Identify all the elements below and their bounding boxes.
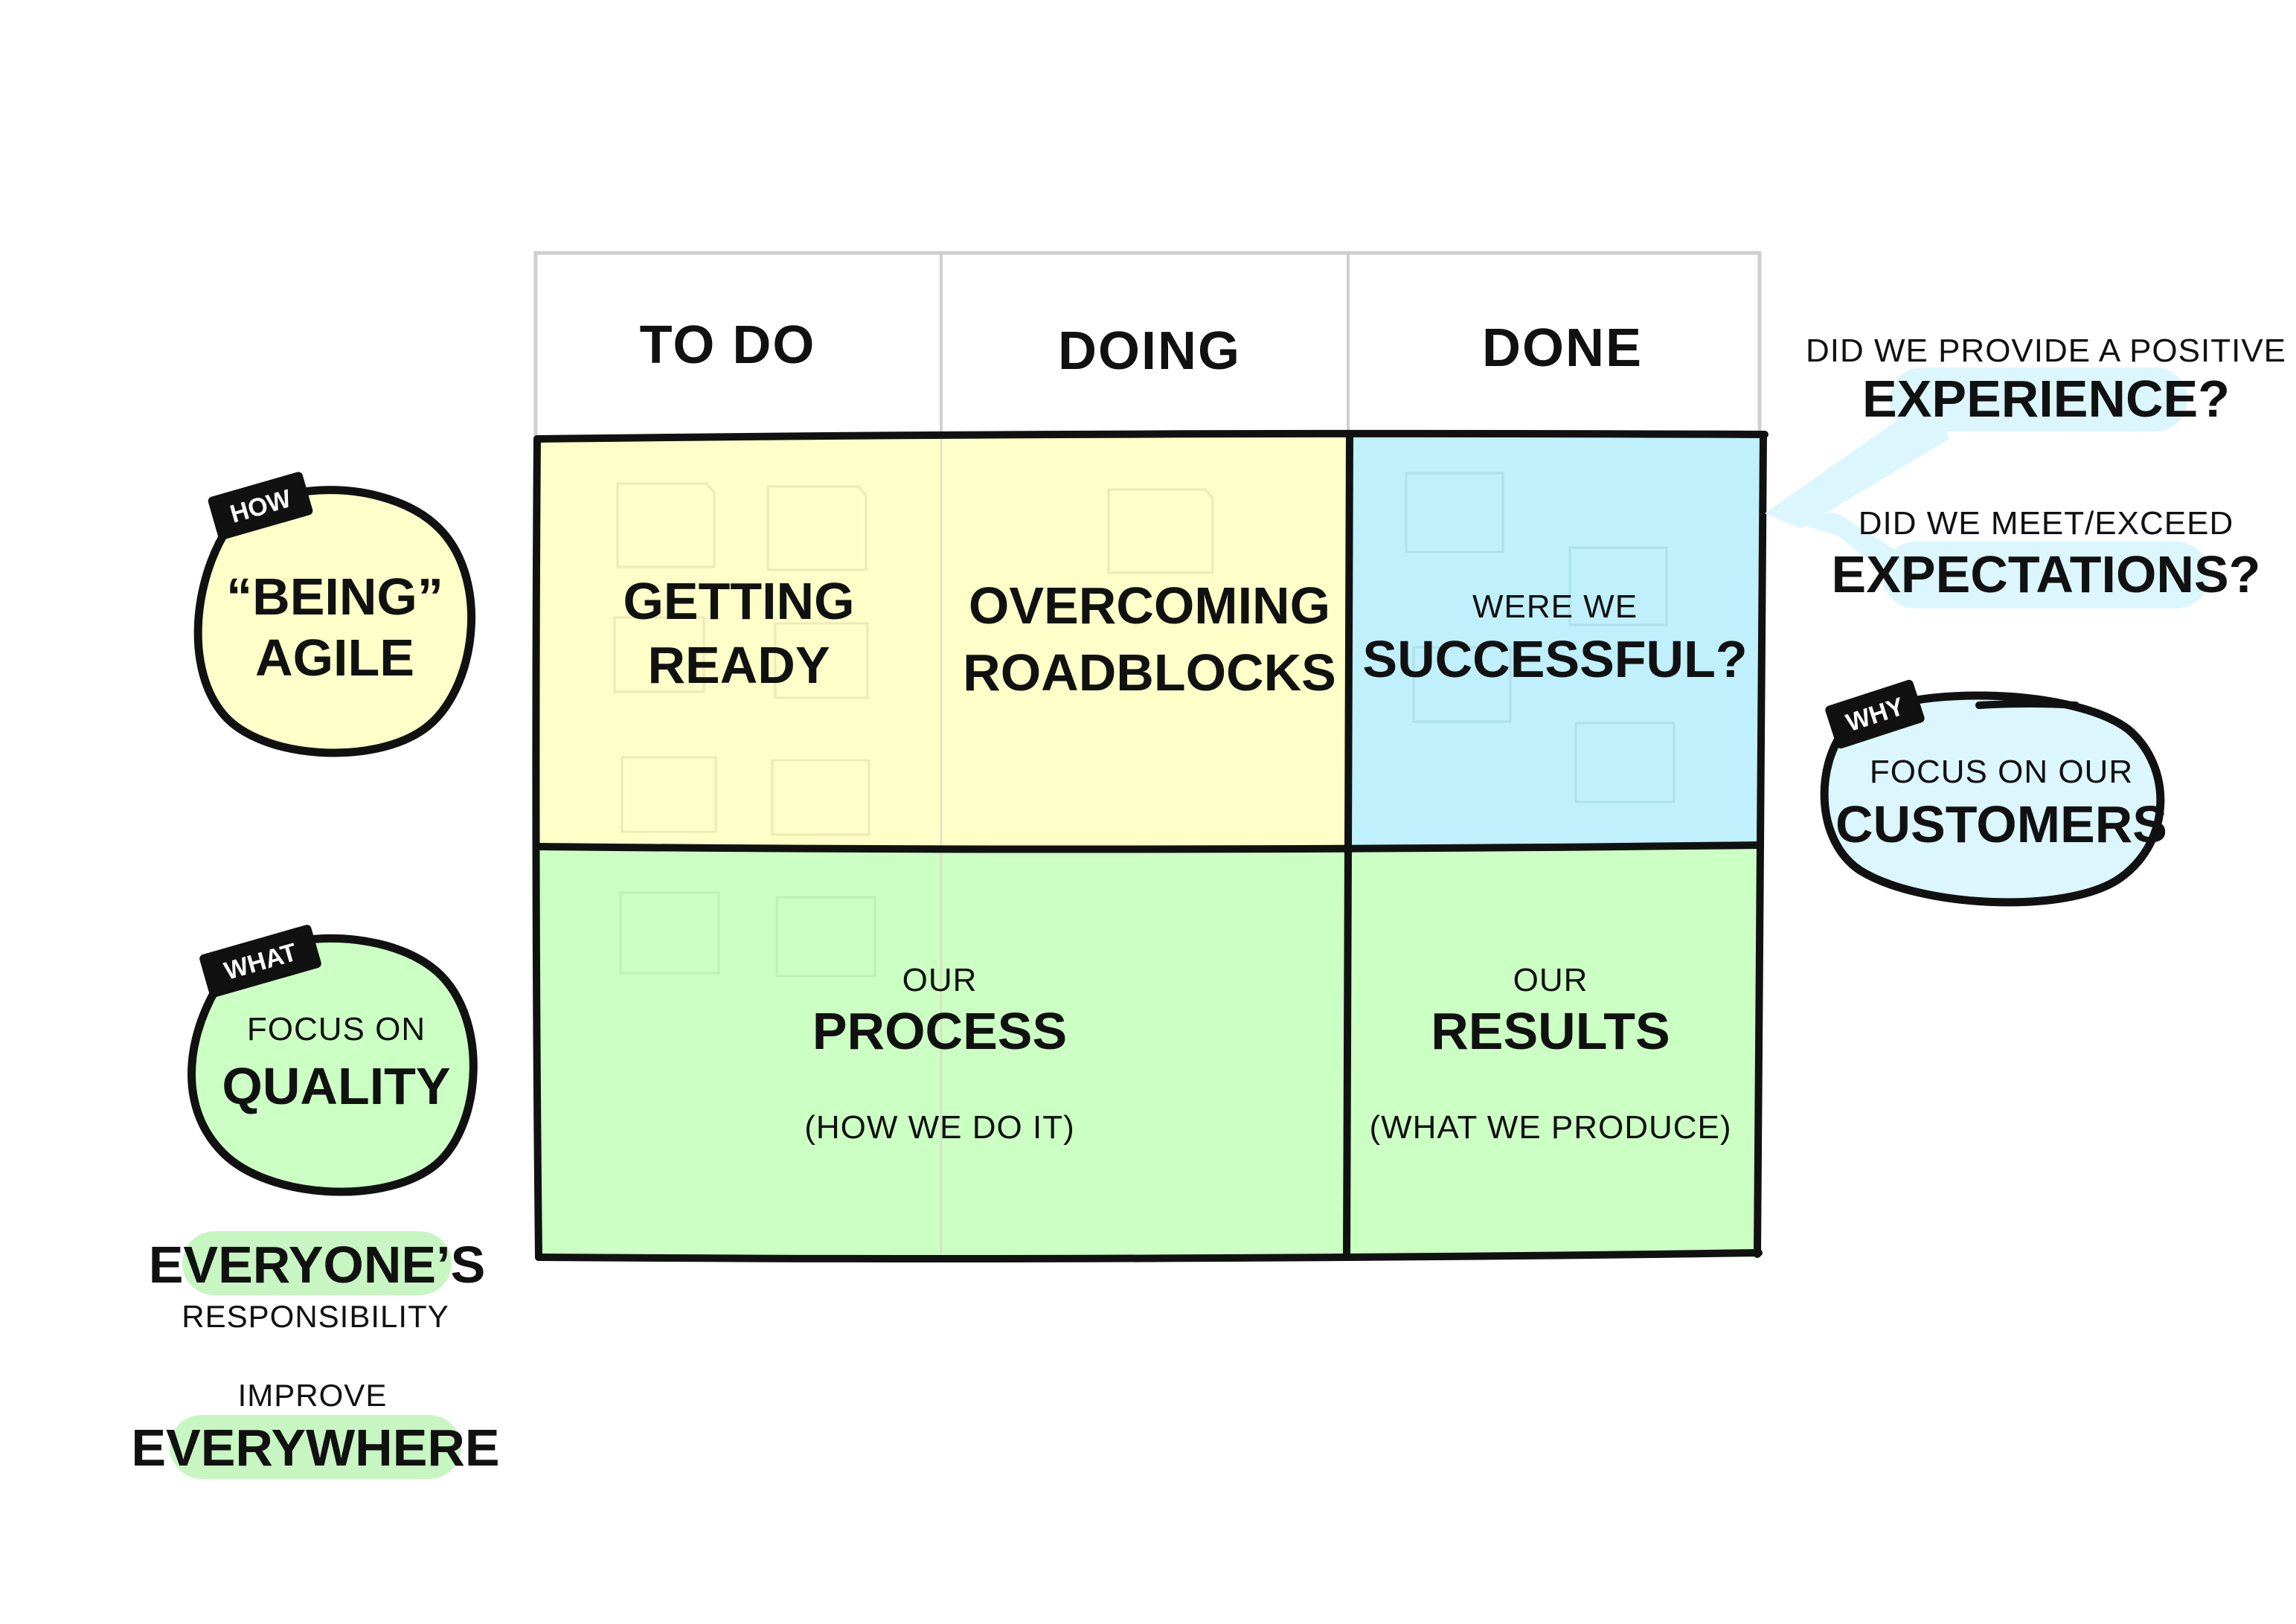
q1-pre: DID WE PROVIDE A POSITIVE [1806,333,2286,369]
successful-pre: WERE WE [1472,588,1638,625]
connector-to-q2 [1765,513,1920,588]
board-black-grid [532,429,1769,1262]
footnote-everyones-responsibility: EVERYONE’S RESPONSIBILITY [149,1231,486,1334]
column-header-doing: DOING [1058,321,1241,381]
why-main: CUSTOMERS [1835,795,2167,853]
highlight-experience [1890,368,2187,431]
cell-overcoming-roadblocks: OVERCOMING ROADBLOCKS [963,577,1336,702]
bubble-what-focus-on-quality: WHAT FOCUS ON QUALITY [187,925,478,1196]
tag-how: HOW [208,472,313,540]
getting-ready-line1: GETTING [623,572,854,630]
notes-blue [1405,472,1675,803]
footnote-improve-everywhere: IMPROVE EVERYWHERE [131,1378,500,1479]
results-pre: OUR [1513,962,1588,998]
process-pre: OUR [902,962,978,998]
process-main: PROCESS [812,1002,1067,1060]
tag-how-bg [208,472,313,540]
tag-what-bg [199,925,321,998]
how-line2: AGILE [255,629,414,687]
notes-yellow [613,482,1214,836]
tag-why-bg [1825,679,1925,749]
improve-pre: IMPROVE [238,1378,388,1413]
responsibility-sub: RESPONSIBILITY [182,1299,449,1334]
getting-ready-line2: READY [647,636,830,694]
results-sub: (WHAT WE PRODUCE) [1369,1109,1731,1146]
process-sub: (HOW WE DO IT) [804,1109,1075,1146]
cell-were-we-successful: WERE WE SUCCESSFUL? [1362,588,1747,688]
column-header-todo: TO DO [640,315,816,375]
bubble-how-shape [193,486,476,757]
bubble-why-accent-stroke [1975,700,2079,709]
bubble-why-focus-on-customers: WHY FOCUS ON OUR CUSTOMERS [1820,679,2167,907]
cell-blue-bg [1350,437,1760,847]
sticky-note-doodles [613,472,1675,978]
done-divider [1343,432,1353,1261]
everyones-main: EVERYONE’S [149,1236,486,1294]
results-main: RESULTS [1431,1002,1670,1060]
q2-main: EXPECTATIONS? [1832,545,2261,603]
highlight-expectations [1882,542,2210,609]
everywhere-main: EVERYWHERE [131,1419,499,1477]
question-expectations: DID WE MEET/EXCEED EXPECTATIONS? [1832,505,2261,603]
overcoming-line1: OVERCOMING [969,577,1330,635]
bubble-how-being-agile: HOW “BEING” AGILE [193,472,476,757]
bubble-what-shape [187,934,478,1196]
cell-yellow-bg [539,437,1350,847]
highlight-everywhere [170,1415,461,1479]
cell-getting-ready: GETTING READY [623,572,854,694]
connector-to-q1 [1765,394,1949,528]
overcoming-line2: ROADBLOCKS [963,643,1336,702]
cell-green-bg [539,847,1760,1257]
what-main: QUALITY [222,1057,450,1115]
connector-highlights [1765,368,2210,609]
cell-our-results: OUR RESULTS (WHAT WE PRODUCE) [1369,962,1731,1146]
notes-green [619,891,876,978]
q2-pre: DID WE MEET/EXCEED [1859,505,2234,542]
successful-main: SUCCESSFUL? [1362,630,1747,688]
why-pre: FOCUS ON OUR [1870,754,2133,790]
q1-main: EXPERIENCE? [1862,370,2230,428]
tag-why: WHY [1825,679,1925,749]
cell-our-process: OUR PROCESS (HOW WE DO IT) [804,962,1075,1146]
how-line1: “BEING” [226,568,443,626]
header-row: TO DO DOING DONE [533,251,1762,1250]
top-border [533,429,1769,443]
question-experience: DID WE PROVIDE A POSITIVE EXPERIENCE? [1806,333,2286,428]
bottom-border [535,1249,1763,1262]
what-pre: FOCUS ON [247,1011,426,1047]
board-cells [539,437,1760,1257]
highlight-everyones [182,1231,452,1295]
middle-border [535,841,1764,853]
bubble-why-shape [1820,691,2165,907]
column-header-done: DONE [1482,318,1643,378]
